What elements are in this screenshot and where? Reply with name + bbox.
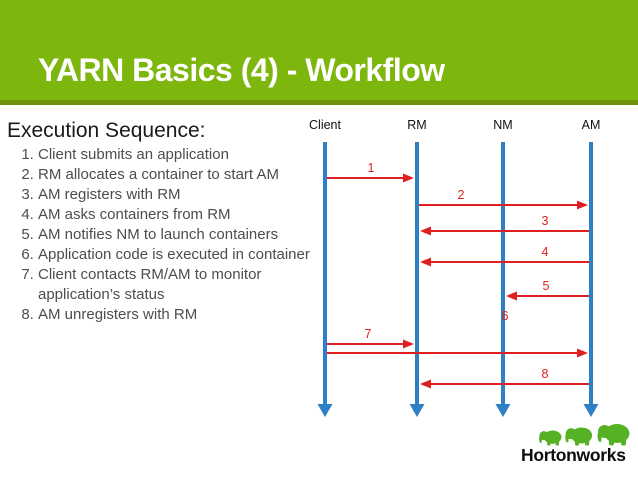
hortonworks-elephants-icon [539, 424, 630, 446]
execution-step-8: AM unregisters with RM [38, 305, 316, 325]
lane-label-am: AM [582, 118, 601, 132]
execution-step-6: Application code is executed in containe… [38, 245, 316, 265]
message-arrowhead-5 [506, 291, 517, 301]
lane-label-nm: NM [493, 118, 512, 132]
execution-step-5: AM notifies NM to launch containers [38, 225, 316, 245]
message-arrowhead-8 [420, 379, 431, 389]
execution-step-3: AM registers with RM [38, 185, 316, 205]
hortonworks-wordmark: Hortonworks [521, 445, 626, 465]
message-label-8: 8 [542, 367, 549, 381]
message-label-4: 4 [542, 245, 549, 259]
hortonworks-logo: Hortonworks [521, 420, 638, 466]
message-arrowhead-7b [577, 348, 588, 358]
lifeline-arrowhead-client [317, 404, 333, 417]
execution-step-1: Client submits an application [38, 145, 316, 165]
message-arrowhead-1 [403, 173, 414, 183]
message-arrowhead-2 [577, 200, 588, 210]
execution-sequence-heading: Execution Sequence: [7, 119, 206, 142]
execution-step-2: RM allocates a container to start AM [38, 165, 316, 185]
execution-steps-list: Client submits an applicationRM allocate… [0, 145, 316, 325]
message-arrowhead-4 [420, 257, 431, 267]
message-label-2: 2 [458, 188, 465, 202]
message-label-5: 5 [543, 279, 550, 293]
note-label-6: 6 [502, 309, 509, 323]
slide-title: YARN Basics (4) - Workflow [38, 52, 445, 88]
lifeline-arrowhead-nm [495, 404, 511, 417]
message-label-1: 1 [368, 161, 375, 175]
lifeline-arrowhead-am [583, 404, 599, 417]
lane-label-client: Client [309, 118, 341, 132]
message-arrowhead-7 [403, 339, 414, 349]
message-label-3: 3 [542, 214, 549, 228]
header-bar: YARN Basics (4) - Workflow [0, 0, 638, 105]
execution-step-7: Client contacts RM/AM to monitor applica… [38, 265, 316, 305]
message-label-7: 7 [365, 327, 372, 341]
message-arrowhead-3 [420, 226, 431, 236]
lane-label-rm: RM [407, 118, 426, 132]
lifeline-arrowhead-rm [409, 404, 425, 417]
execution-step-4: AM asks containers from RM [38, 205, 316, 225]
